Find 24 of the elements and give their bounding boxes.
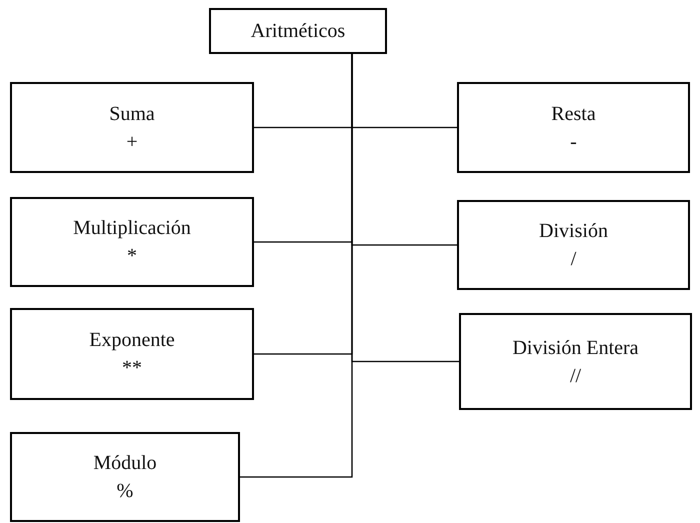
operator-box	[457, 82, 690, 173]
operator-box	[459, 313, 692, 410]
operator-name: Módulo	[93, 451, 157, 475]
operator-box	[10, 82, 254, 173]
operator-box	[457, 200, 690, 290]
operator-box	[10, 432, 240, 522]
operator-symbol: /	[570, 247, 576, 271]
operator-name: Resta	[551, 102, 596, 126]
operator-name: División Entera	[512, 336, 639, 360]
operator-symbol: +	[126, 130, 138, 154]
operator-symbol: **	[122, 356, 142, 380]
operator-symbol: //	[570, 364, 582, 388]
operator-name: División	[539, 219, 608, 243]
operator-name: Aritméticos	[250, 19, 346, 43]
operator-name: Suma	[109, 102, 155, 126]
operator-name: Multiplicación	[73, 216, 191, 240]
operator-symbol: -	[570, 130, 577, 154]
connector-line	[240, 54, 353, 478]
operator-symbol: *	[127, 244, 137, 268]
category-box	[209, 8, 387, 54]
operator-box	[10, 197, 254, 287]
operator-box	[10, 308, 254, 400]
operator-symbol: %	[116, 479, 134, 503]
operator-name: Exponente	[89, 328, 175, 352]
